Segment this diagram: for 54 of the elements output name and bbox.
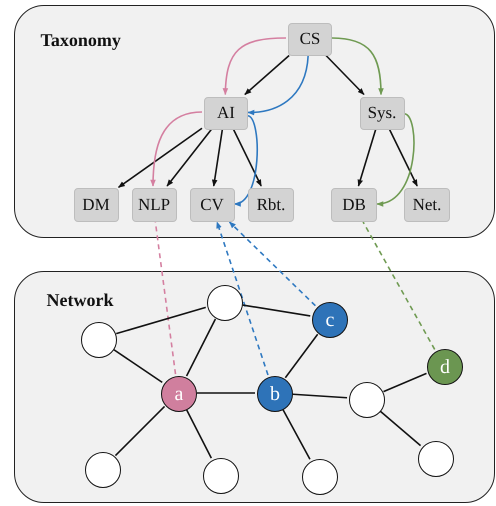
dashed-link [216, 221, 269, 376]
highlighted-graph-node: a [161, 376, 197, 412]
graph-node [203, 458, 239, 494]
arrow [332, 37, 384, 96]
graph-node [81, 322, 117, 358]
highlighted-graph-node: b [257, 376, 293, 412]
dashed-link [154, 222, 176, 374]
category-box: AI [204, 96, 248, 130]
arrow [247, 55, 309, 116]
category-box: DB [331, 188, 377, 222]
category-box: Rbt. [248, 188, 294, 222]
category-box: DM [74, 188, 118, 222]
arrow [150, 111, 202, 187]
graph-edge [284, 334, 318, 378]
arrow [166, 129, 212, 187]
graph-node [302, 459, 338, 495]
dashed-link [228, 221, 316, 306]
group-panel [14, 4, 494, 238]
graph-edge [186, 410, 212, 458]
graph-edge [282, 409, 311, 460]
graph-edge [383, 372, 427, 392]
graph-edge [186, 318, 216, 376]
highlighted-graph-node: c [312, 302, 348, 338]
category-box: Sys. [360, 96, 404, 130]
graph-node [418, 441, 454, 477]
arrow [325, 54, 365, 96]
arrow [212, 129, 224, 187]
arrow [358, 129, 376, 187]
graph-node [349, 382, 385, 418]
arrow [234, 115, 258, 206]
arrow [244, 54, 290, 96]
category-box: CV [190, 188, 234, 222]
category-box: NLP [132, 188, 176, 222]
arrow [118, 128, 202, 188]
graph-node [85, 452, 121, 488]
category-box: CS [288, 22, 332, 56]
graph-edge [292, 393, 348, 399]
arrow [222, 37, 286, 96]
arrow [388, 129, 418, 187]
graph-node [207, 285, 243, 321]
graph-edge [113, 348, 163, 384]
graph-edge [197, 392, 255, 394]
panel-title: Taxonomy [40, 30, 121, 50]
graph-edge [380, 410, 422, 446]
panel-title: Network [46, 290, 114, 311]
category-box: Net. [404, 188, 450, 222]
graph-edge [116, 306, 206, 334]
graph-edge [242, 304, 310, 317]
graph-edge [114, 406, 166, 456]
arrow [376, 113, 415, 206]
dashed-link [362, 222, 436, 350]
group-panel [14, 271, 494, 503]
highlighted-graph-node: d [427, 349, 463, 385]
arrow [232, 129, 262, 187]
